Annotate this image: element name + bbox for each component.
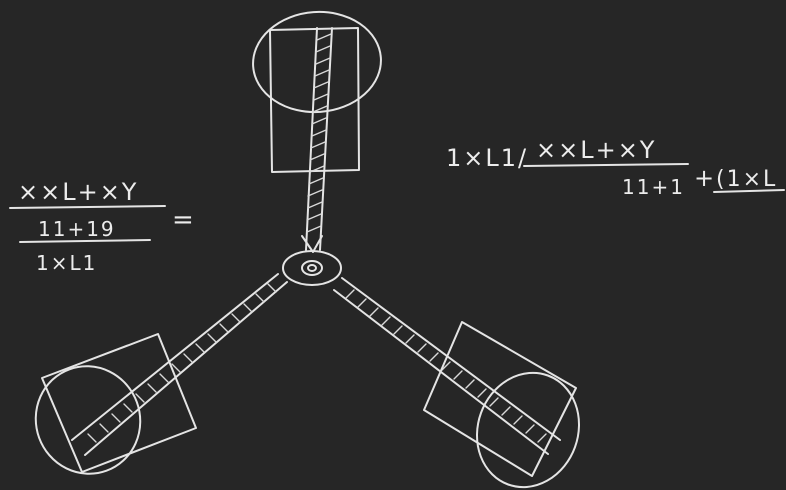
- top-arm: [250, 8, 385, 252]
- right-shaft-threads: [346, 290, 546, 442]
- hub-outer-ring: [283, 251, 341, 285]
- right-eq-denominator: 11+1: [622, 175, 685, 199]
- right-eq-plus: +: [694, 164, 716, 192]
- left-shaft-threads: [88, 284, 276, 442]
- hub-inner-ring: [302, 261, 322, 275]
- left-eq-fraction-bar-1: [10, 206, 165, 208]
- left-wheel-circle: [21, 351, 156, 488]
- right-eq-fraction-bar: [524, 164, 688, 166]
- left-arm: [21, 274, 287, 489]
- right-equation: 1×L1/ ××L+×Y 11+1 + (1×L: [446, 136, 784, 199]
- left-eq-middle: 11+19: [38, 217, 116, 241]
- top-shaft-threads: [307, 34, 331, 232]
- right-eq-prefix: 1×L1/: [446, 144, 528, 172]
- center-hub: [283, 251, 341, 285]
- left-shaft-top: [85, 282, 287, 455]
- right-eq-trailing: (1×L: [716, 167, 777, 192]
- left-equation: ××L+×Y 11+19 1×L1 =: [10, 178, 196, 275]
- top-arrow-head: [302, 236, 322, 252]
- left-eq-numerator: ××L+×Y: [18, 178, 138, 206]
- right-arm: [334, 278, 595, 490]
- hub-center-dot: [308, 265, 316, 271]
- left-shaft-bottom: [72, 274, 278, 440]
- right-wheel-circle: [461, 358, 595, 490]
- right-housing-rect: [424, 322, 576, 476]
- left-eq-denominator: 1×L1: [36, 251, 97, 275]
- right-eq-numerator: ××L+×Y: [536, 136, 656, 164]
- left-eq-equals: =: [172, 205, 196, 235]
